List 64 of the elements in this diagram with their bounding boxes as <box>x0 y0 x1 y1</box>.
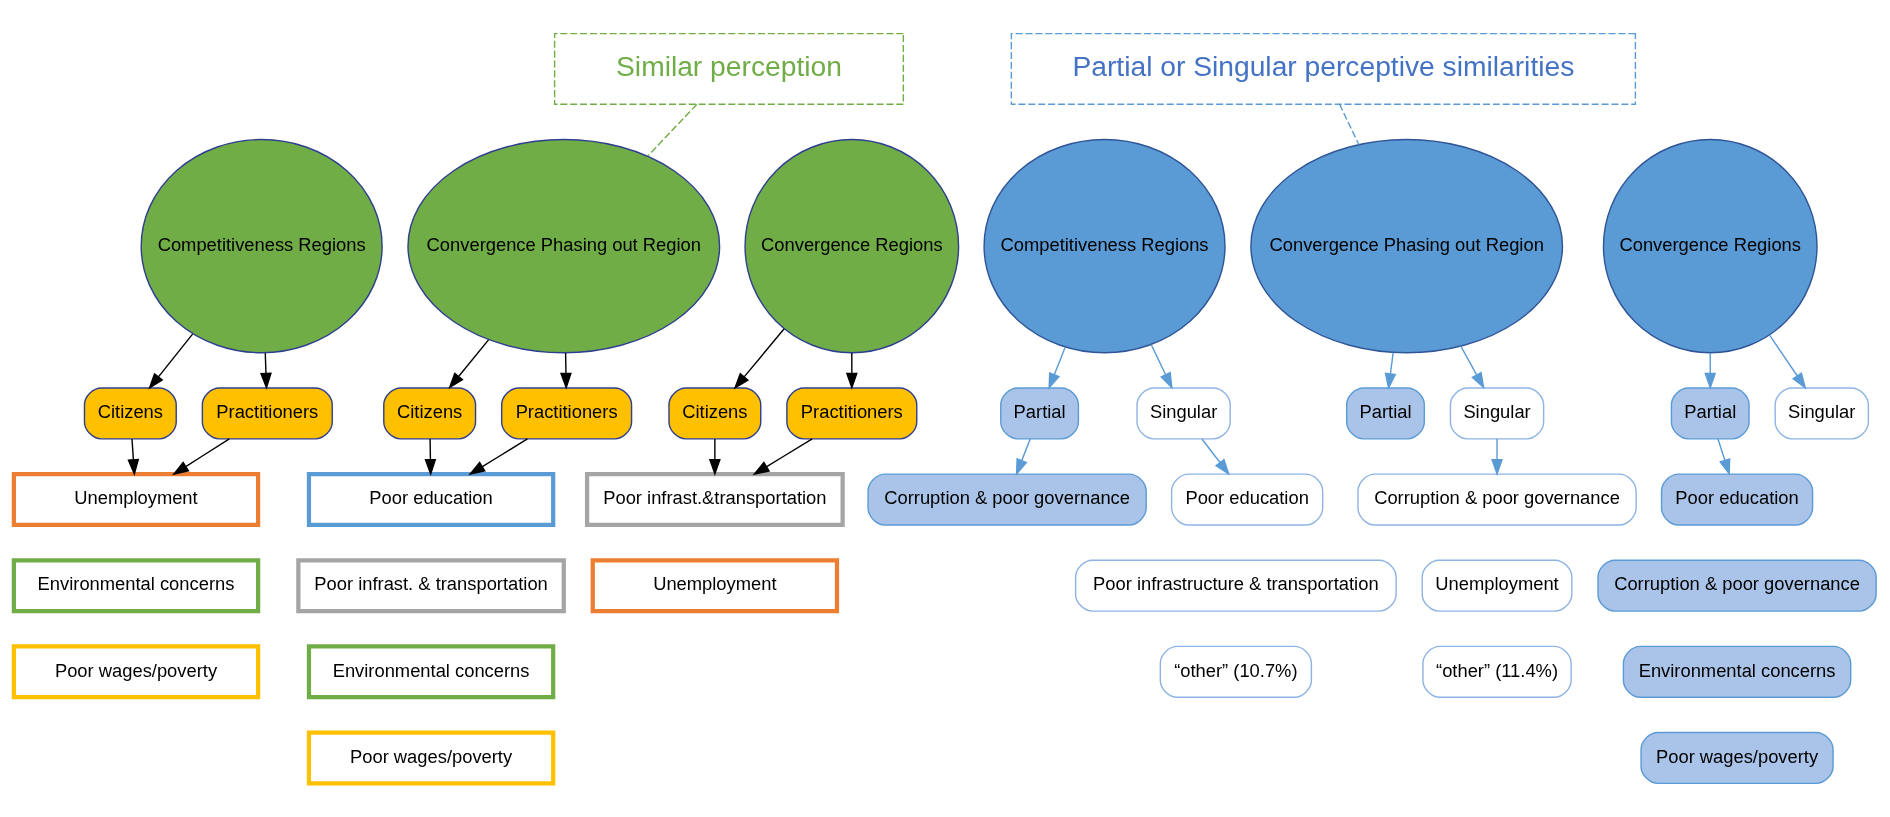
node-box: Poor infrastructure & transportation <box>1074 559 1397 612</box>
node-box: Practitioners <box>500 387 633 440</box>
node-box: Unemployment <box>1421 559 1573 612</box>
node-box: “other” (11.4%) <box>1422 645 1572 698</box>
node-box: Poor education <box>1660 473 1814 526</box>
node-box: Unemployment <box>590 558 840 614</box>
arrow <box>752 438 813 476</box>
node-box: Poor wages/poverty <box>1640 731 1834 785</box>
node-box: Poor wages/poverty <box>306 730 556 786</box>
node-box: Practitioners <box>201 387 333 440</box>
node-box: Unemployment <box>11 472 261 528</box>
arrow <box>845 352 858 390</box>
node-ellipse: Convergence Phasing out Region <box>407 138 721 354</box>
node-box: Singular <box>1774 387 1870 440</box>
node-box: Environmental concerns <box>1622 645 1852 698</box>
node-box: Corruption & poor governance <box>867 473 1147 526</box>
arrow <box>1491 438 1503 476</box>
node-box: Singular <box>1449 387 1545 440</box>
node-box: Partial <box>1670 387 1750 440</box>
node-box: Partial <box>1345 387 1426 440</box>
node-box: Partial <box>1000 387 1080 440</box>
node-box: Corruption & poor governance <box>1597 559 1877 612</box>
node-box: Singular <box>1136 387 1231 440</box>
node-box: Partial or Singular perceptive similarities <box>1010 32 1637 105</box>
node-box: Citizens <box>83 387 177 440</box>
node-box: “other” (10.7%) <box>1159 645 1313 698</box>
node-box: Poor infrast. & transportation <box>296 558 566 614</box>
node-ellipse: Convergence Phasing out Region <box>1250 138 1564 354</box>
arrow <box>448 339 490 390</box>
node-box: Similar perception <box>553 32 905 105</box>
arrow <box>127 438 140 476</box>
connector <box>1338 103 1360 146</box>
node-box: Poor education <box>306 472 556 528</box>
arrow <box>733 328 785 390</box>
arrow <box>1768 334 1807 390</box>
node-ellipse: Competitiveness Regions <box>140 138 383 354</box>
node-box: Environmental concerns <box>11 558 261 614</box>
node-box: Poor infrast.&transportation <box>584 472 845 528</box>
node-ellipse: Competitiveness Regions <box>983 138 1226 354</box>
arrow <box>424 438 437 476</box>
arrow <box>1717 438 1731 476</box>
node-box: Poor education <box>1170 473 1324 526</box>
arrow <box>1150 343 1173 390</box>
node-box: Poor wages/poverty <box>11 644 261 700</box>
node-box: Environmental concerns <box>306 644 556 700</box>
arrow <box>1048 346 1066 390</box>
arrow <box>1015 438 1031 476</box>
node-circle: Convergence Regions <box>1602 138 1818 354</box>
arrow <box>1384 351 1397 391</box>
node-box: Practitioners <box>786 387 918 440</box>
node-box: Citizens <box>668 387 762 440</box>
node-box: Corruption & poor governance <box>1357 473 1637 526</box>
arrow <box>148 333 194 390</box>
arrow <box>468 438 529 476</box>
arrow <box>560 352 572 390</box>
node-box: Citizens <box>383 387 477 440</box>
connector <box>647 103 698 157</box>
arrow <box>1201 438 1230 476</box>
node-circle: Convergence Regions <box>744 138 960 354</box>
arrow <box>172 438 231 476</box>
arrow <box>708 438 721 476</box>
arrow <box>1460 345 1485 390</box>
arrow <box>260 352 272 390</box>
arrow <box>1704 352 1717 390</box>
